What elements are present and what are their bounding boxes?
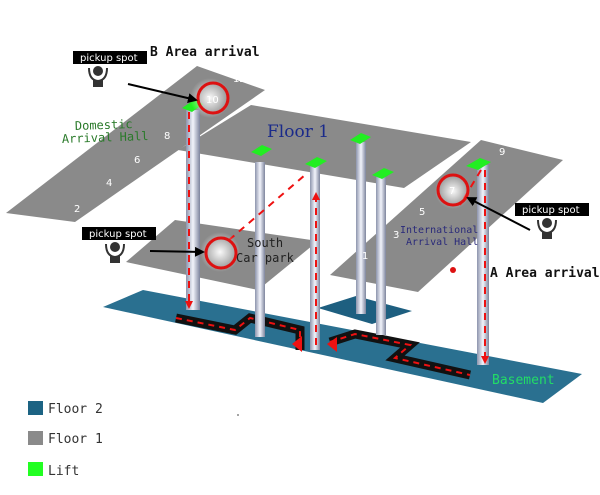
lift — [466, 158, 491, 170]
floor-title: Floor 1 — [267, 122, 329, 142]
pickup-label: pickup spot — [89, 229, 147, 240]
legend-swatch-floor1 — [28, 431, 43, 445]
pickup-label: pickup spot — [522, 205, 580, 216]
international-label-2: Arrival Hall — [406, 237, 478, 248]
legend-label: Floor 2 — [48, 402, 103, 417]
pickup-callout-b: pickup spot — [73, 51, 198, 104]
spot-number: 1 — [362, 251, 368, 262]
lift — [305, 157, 327, 168]
basement-label: Basement — [492, 373, 555, 388]
south-car-park-label-2: Car park — [236, 251, 295, 265]
international-floor-plate — [330, 140, 563, 292]
legend-label: Floor 1 — [48, 432, 103, 447]
spot-number: 8 — [164, 131, 170, 142]
spot-number: 12 — [233, 74, 246, 85]
legend-swatch-floor2 — [28, 401, 43, 415]
pickup-markers — [196, 81, 470, 270]
left-plate-numbers: 2 4 6 8 10 12 — [74, 74, 246, 215]
route-lines — [185, 112, 489, 364]
pickup-label: pickup spot — [80, 53, 138, 64]
south-car-park-label-1: South — [247, 236, 283, 250]
pickup-marker-a — [436, 173, 470, 207]
basement-route — [175, 313, 471, 380]
red-dot — [450, 267, 456, 273]
spot-number: 10 — [206, 95, 219, 106]
b-area-label: B Area arrival — [150, 45, 260, 60]
international-label-1: International — [400, 225, 478, 236]
spot-number: 3 — [393, 230, 399, 241]
floor1-plate — [178, 105, 471, 188]
right-plate-numbers: 1 3 5 7 9 — [362, 147, 505, 262]
person-icon — [537, 218, 557, 239]
legend: Floor 2 Floor 1 Lift — [28, 401, 103, 479]
domestic-label-2: Arrival Hall — [62, 129, 149, 146]
spot-number: 6 — [134, 155, 140, 166]
person-icon — [105, 242, 125, 263]
pickup-callout-a: pickup spot — [466, 197, 589, 239]
spot-number: 7 — [449, 186, 455, 197]
lift — [350, 133, 371, 144]
spot-number: 5 — [419, 207, 425, 218]
domestic-label-1: Domestic — [75, 117, 133, 133]
legend-label: Lift — [48, 464, 79, 479]
pickup-marker-south — [204, 236, 238, 270]
spot-number: 9 — [499, 147, 505, 158]
spot-number: 2 — [74, 204, 80, 215]
a-area-label: A Area arrival — [490, 266, 600, 281]
pickup-marker-b — [196, 81, 230, 115]
pickup-callout-south: pickup spot — [82, 227, 205, 263]
person-icon — [88, 66, 108, 87]
lift — [251, 145, 272, 156]
legend-swatch-lift — [28, 462, 43, 476]
spot-number: 4 — [106, 178, 112, 189]
lift — [372, 168, 394, 179]
